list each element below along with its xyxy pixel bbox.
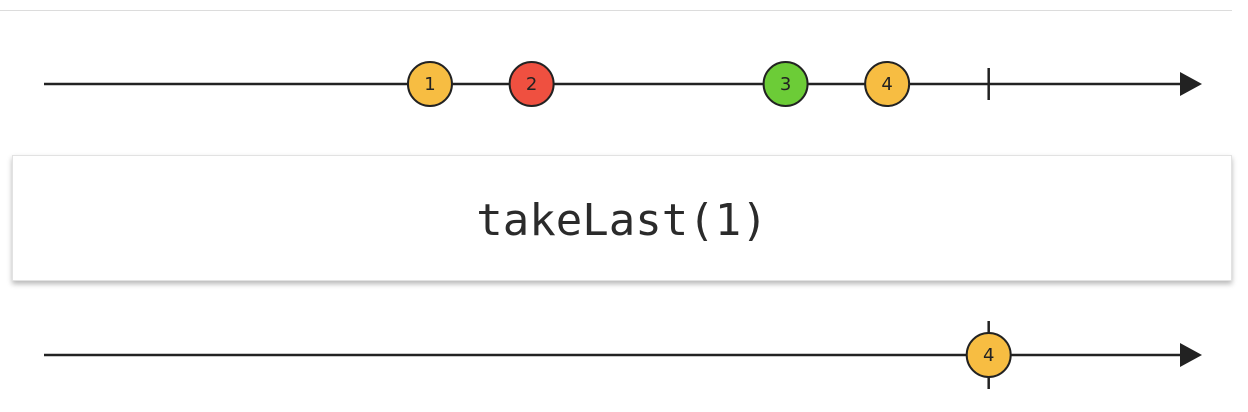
input-marble-label: 3 — [780, 74, 791, 95]
input-marble-circle — [762, 61, 809, 107]
input-marble-2: 2 — [508, 61, 555, 107]
input-marble-1: 1 — [406, 61, 453, 107]
input-marble-circle — [406, 61, 453, 107]
input-marble-label: 2 — [526, 74, 537, 95]
output-marble-4: 4 — [965, 332, 1012, 378]
output-timeline-arrowhead — [1180, 343, 1202, 367]
output-timeline: 4 — [44, 321, 1202, 389]
input-marble-circle — [864, 61, 911, 107]
operator-box: takeLast(1) — [12, 155, 1232, 281]
input-marble-3: 3 — [762, 61, 809, 107]
input-timeline: 1 2 3 4 — [44, 61, 1202, 107]
output-marble-label: 4 — [983, 345, 994, 366]
input-timeline-arrowhead — [1180, 72, 1202, 96]
input-marble-circle — [508, 61, 555, 107]
input-marble-label: 4 — [881, 74, 892, 95]
input-marble-4: 4 — [864, 61, 911, 107]
output-marble-circle — [965, 332, 1012, 378]
top-divider — [0, 10, 1232, 11]
input-marble-label: 1 — [424, 74, 435, 95]
operator-label: takeLast(1) — [476, 194, 768, 246]
